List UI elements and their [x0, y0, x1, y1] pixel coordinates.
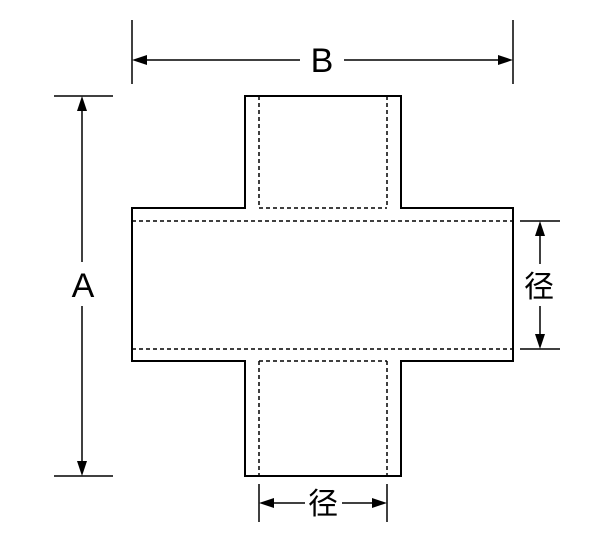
dim-run-arrow-top [535, 221, 545, 236]
dim-a-arrow-top [77, 96, 87, 111]
dim-b-label: B [311, 42, 334, 80]
dim-a-label: A [72, 267, 95, 305]
cross-outline [131, 95, 514, 477]
dim-branch-diameter-label: 径 [308, 487, 338, 522]
dim-a-arrow-bottom [77, 461, 87, 476]
dim-b-arrow-left [132, 55, 147, 65]
dim-b-arrow-right [498, 55, 513, 65]
dim-run-arrow-bottom [535, 334, 545, 349]
dim-branch-arrow-left [259, 498, 274, 508]
dim-branch-arrow-right [372, 498, 387, 508]
dim-run-diameter-label: 径 [524, 270, 554, 305]
